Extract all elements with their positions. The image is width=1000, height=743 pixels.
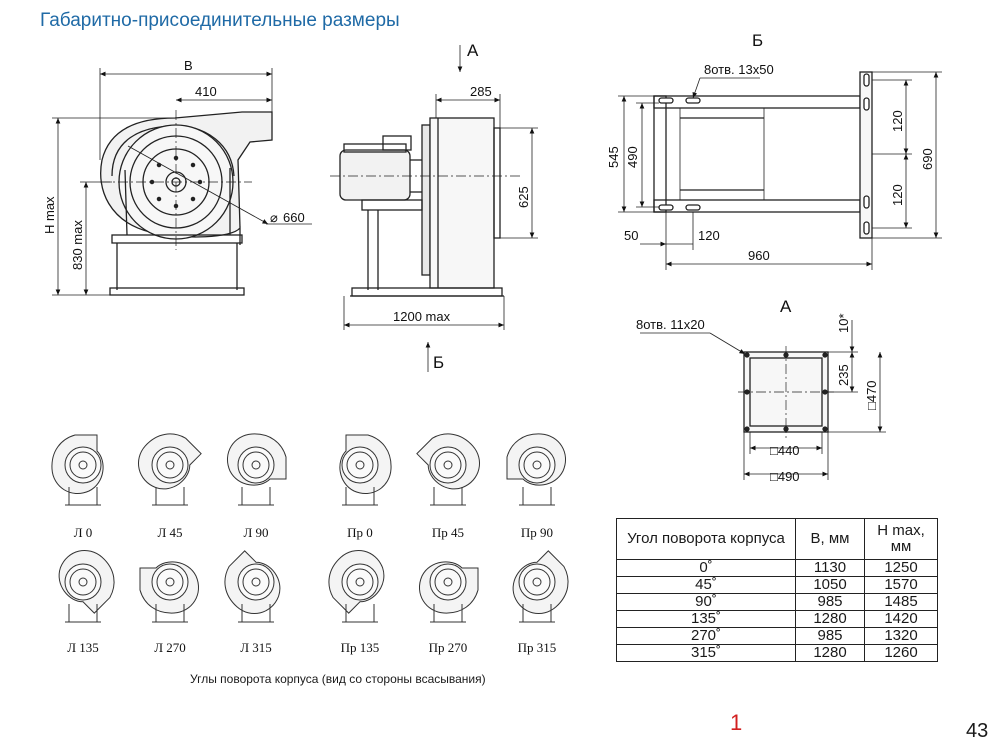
table-cell: 270˚ — [616, 627, 796, 645]
col-b-header: B, мм — [795, 518, 865, 560]
dim-545-label: 545 — [606, 146, 621, 168]
rotation-fan-sketch — [227, 433, 287, 506]
dim-690-label: 690 — [920, 148, 935, 170]
dim-625-label: 625 — [516, 186, 531, 208]
table-cell: 1420 — [864, 610, 938, 628]
table-cell: 1260 — [864, 644, 938, 662]
dim-235-label: 235 — [836, 364, 851, 386]
dim-285-label: 285 — [470, 84, 492, 99]
rotation-label: Пр 270 — [429, 640, 468, 655]
dim-490-label: 490 — [625, 146, 640, 168]
side-view-drawing — [330, 117, 520, 297]
col-angle-header: Угол поворота корпуса — [616, 518, 796, 560]
dim-120a-label: 120 — [890, 110, 905, 132]
table-cell: 1320 — [864, 627, 938, 645]
table-cell: 985 — [795, 627, 865, 645]
dim-960-label: 960 — [748, 248, 770, 263]
dim-470-label: □470 — [864, 380, 879, 410]
table-cell: 45˚ — [616, 576, 796, 594]
rotation-label: Пр 315 — [518, 640, 557, 655]
table-cell: 1485 — [864, 593, 938, 611]
front-view-drawing — [100, 110, 273, 296]
page-title: Габаритно-присоединительные размеры — [40, 10, 400, 31]
rotation-fan-sketch — [58, 549, 115, 623]
rotation-fan-sketch — [137, 433, 202, 506]
outlet-view-title: А — [780, 297, 792, 316]
dim-440-label: □440 — [770, 443, 800, 458]
table-cell: 90˚ — [616, 593, 796, 611]
rotation-fan-sketch — [328, 549, 385, 623]
table-cell: 985 — [795, 593, 865, 611]
rotation-label: Л 45 — [157, 525, 182, 540]
side-view-dimensions — [343, 45, 538, 372]
table-cell: 1250 — [864, 559, 938, 577]
table-header-row: Угол поворота корпуса B, мм H max, мм — [616, 518, 938, 560]
table-cell: 1050 — [795, 576, 865, 594]
table-cell: 1570 — [864, 576, 938, 594]
dim-b-label: B — [184, 58, 193, 73]
view-a-marker: А — [467, 41, 479, 60]
rotation-caption: Углы поворота корпуса (вид со стороны вс… — [190, 672, 486, 686]
dim-660-label: 660 — [283, 210, 305, 225]
rotation-label: Л 90 — [243, 525, 268, 540]
base-holes-label: 8отв. 13х50 — [704, 62, 774, 77]
base-view-dimensions — [618, 71, 942, 270]
outlet-view-dimensions — [640, 320, 886, 480]
rotation-label: Пр 0 — [347, 525, 373, 540]
rotation-labels: Л 0 Л 45 Л 90 Пр 0 Пр 45 Пр 90 Л 135 Л 270 Л 315… — [67, 525, 556, 655]
dim-490-outlet-label: □490 — [770, 469, 800, 484]
table-cell: 1280 — [795, 610, 865, 628]
table-cell: 1130 — [795, 559, 865, 577]
col-h-header: H max, мм — [864, 518, 938, 560]
dim-hmax-label: H max — [42, 196, 57, 234]
dim-50-label: 50 — [624, 228, 638, 243]
dim-830-label: 830 max — [70, 220, 85, 270]
rotation-fan-sketch — [506, 433, 566, 506]
rotation-fan-sketch — [51, 434, 104, 506]
dim-120b-label: 120 — [890, 184, 905, 206]
rotation-label: Пр 135 — [341, 640, 380, 655]
table-cell: 315˚ — [616, 644, 796, 662]
dim-1200-label: 1200 max — [393, 309, 451, 324]
rotation-label: Л 315 — [240, 640, 272, 655]
rotation-label: Пр 90 — [521, 525, 553, 540]
page-number: 43 — [966, 720, 989, 742]
outlet-view-drawing — [738, 346, 834, 438]
rotation-fan-sketch — [339, 434, 392, 506]
red-mark: 1 — [730, 710, 743, 735]
rotation-label: Л 0 — [74, 525, 93, 540]
rotation-label: Л 135 — [67, 640, 99, 655]
view-b-marker: Б — [433, 353, 444, 372]
front-view-dimensions — [52, 68, 312, 296]
specification-table: Угол поворота корпуса B, мм H max, мм 0˚… — [616, 518, 938, 662]
rotation-fan-sketch — [139, 561, 199, 623]
base-view-drawing — [653, 71, 873, 239]
rotation-fan-sketch — [419, 561, 479, 623]
table-cell: 135˚ — [616, 610, 796, 628]
outlet-holes-label: 8отв. 11х20 — [636, 317, 705, 332]
table-cell: 1280 — [795, 644, 865, 662]
base-view-title: Б — [752, 31, 763, 50]
table-cell: 0˚ — [616, 559, 796, 577]
dim-10-label: 10* — [836, 313, 851, 333]
rotation-label: Л 270 — [154, 640, 186, 655]
diameter-symbol: ⌀ — [270, 210, 278, 225]
rotation-fan-sketch — [512, 550, 569, 623]
dim-410-label: 410 — [195, 84, 217, 99]
rotation-variants — [51, 433, 569, 623]
rotation-fan-sketch — [416, 433, 481, 506]
rotation-fan-sketch — [224, 550, 281, 623]
dim-120c-label: 120 — [698, 228, 720, 243]
rotation-label: Пр 45 — [432, 525, 464, 540]
